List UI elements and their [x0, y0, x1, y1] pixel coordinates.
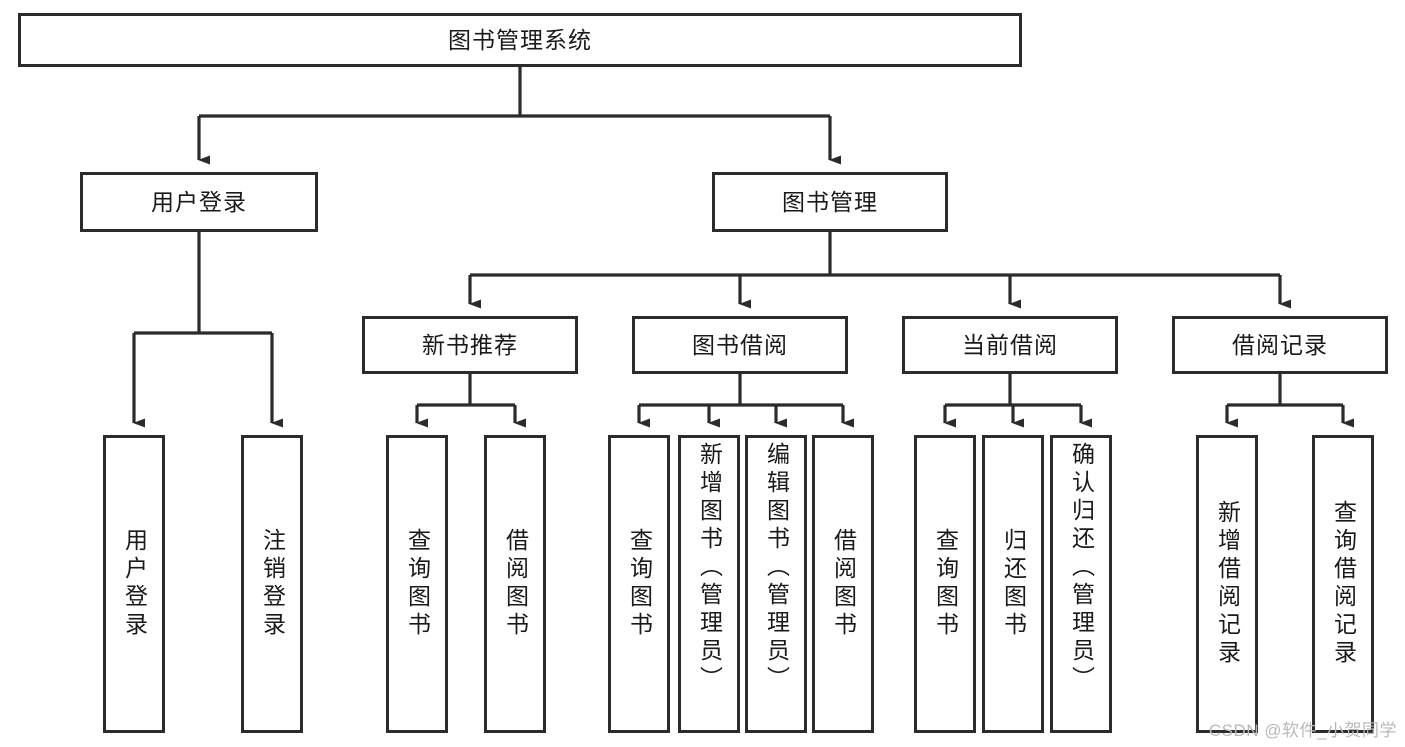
leaf-query-book-2[interactable]: 查询图书	[608, 435, 670, 733]
leaf-label-user-logout: 注销登录	[259, 528, 286, 640]
leaf-borrow-book-2[interactable]: 借阅图书	[812, 435, 874, 733]
leaf-label-query-book-3: 查询图书	[932, 528, 959, 640]
leaf-label-query-book-2: 查询图书	[626, 528, 653, 640]
leaf-query-borrow-record[interactable]: 查询借阅记录	[1312, 435, 1374, 733]
leaf-label-add-borrow-record: 新增借阅记录	[1214, 500, 1241, 668]
leaf-edit-book[interactable]: 编辑图书（管理员）	[745, 435, 807, 733]
leaf-return-book[interactable]: 归还图书	[982, 435, 1044, 733]
watermark-text: CSDN @软件_小贺同学	[1208, 721, 1397, 740]
leaf-user-logout[interactable]: 注销登录	[241, 435, 303, 733]
leaf-confirm-return[interactable]: 确认归还（管理员）	[1050, 435, 1112, 733]
node-label-new-book-recommend: 新书推荐	[422, 331, 518, 358]
node-book-borrow[interactable]: 图书借阅	[632, 316, 848, 374]
node-book-manage[interactable]: 图书管理	[712, 172, 948, 232]
node-label-user-login: 用户登录	[151, 188, 247, 215]
leaf-user-login[interactable]: 用户登录	[103, 435, 165, 733]
leaf-label-edit-book: 编辑图书（管理员）	[763, 442, 790, 694]
node-label-book-manage: 图书管理	[782, 188, 878, 215]
node-user-login[interactable]: 用户登录	[80, 172, 318, 232]
leaf-label-borrow-book-2: 借阅图书	[830, 528, 857, 640]
node-current-borrow[interactable]: 当前借阅	[902, 316, 1118, 374]
leaf-label-add-book: 新增图书（管理员）	[696, 442, 723, 694]
leaf-label-query-borrow-record: 查询借阅记录	[1330, 500, 1357, 668]
leaf-add-book[interactable]: 新增图书（管理员）	[678, 435, 740, 733]
leaf-add-borrow-record[interactable]: 新增借阅记录	[1196, 435, 1258, 733]
node-label-borrow-record: 借阅记录	[1232, 331, 1328, 358]
leaf-label-query-book-1: 查询图书	[404, 528, 431, 640]
leaf-query-book-1[interactable]: 查询图书	[386, 435, 448, 733]
node-root-system[interactable]: 图书管理系统	[18, 13, 1022, 67]
leaf-label-borrow-book-1: 借阅图书	[502, 528, 529, 640]
leaf-label-return-book: 归还图书	[1000, 528, 1027, 640]
node-label-root-system: 图书管理系统	[448, 26, 592, 53]
leaf-label-user-login: 用户登录	[121, 528, 148, 640]
node-borrow-record[interactable]: 借阅记录	[1172, 316, 1388, 374]
node-new-book-recommend[interactable]: 新书推荐	[362, 316, 578, 374]
node-label-book-borrow: 图书借阅	[692, 331, 788, 358]
node-label-current-borrow: 当前借阅	[962, 331, 1058, 358]
leaf-borrow-book-1[interactable]: 借阅图书	[484, 435, 546, 733]
leaf-label-confirm-return: 确认归还（管理员）	[1068, 442, 1095, 694]
leaf-query-book-3[interactable]: 查询图书	[914, 435, 976, 733]
